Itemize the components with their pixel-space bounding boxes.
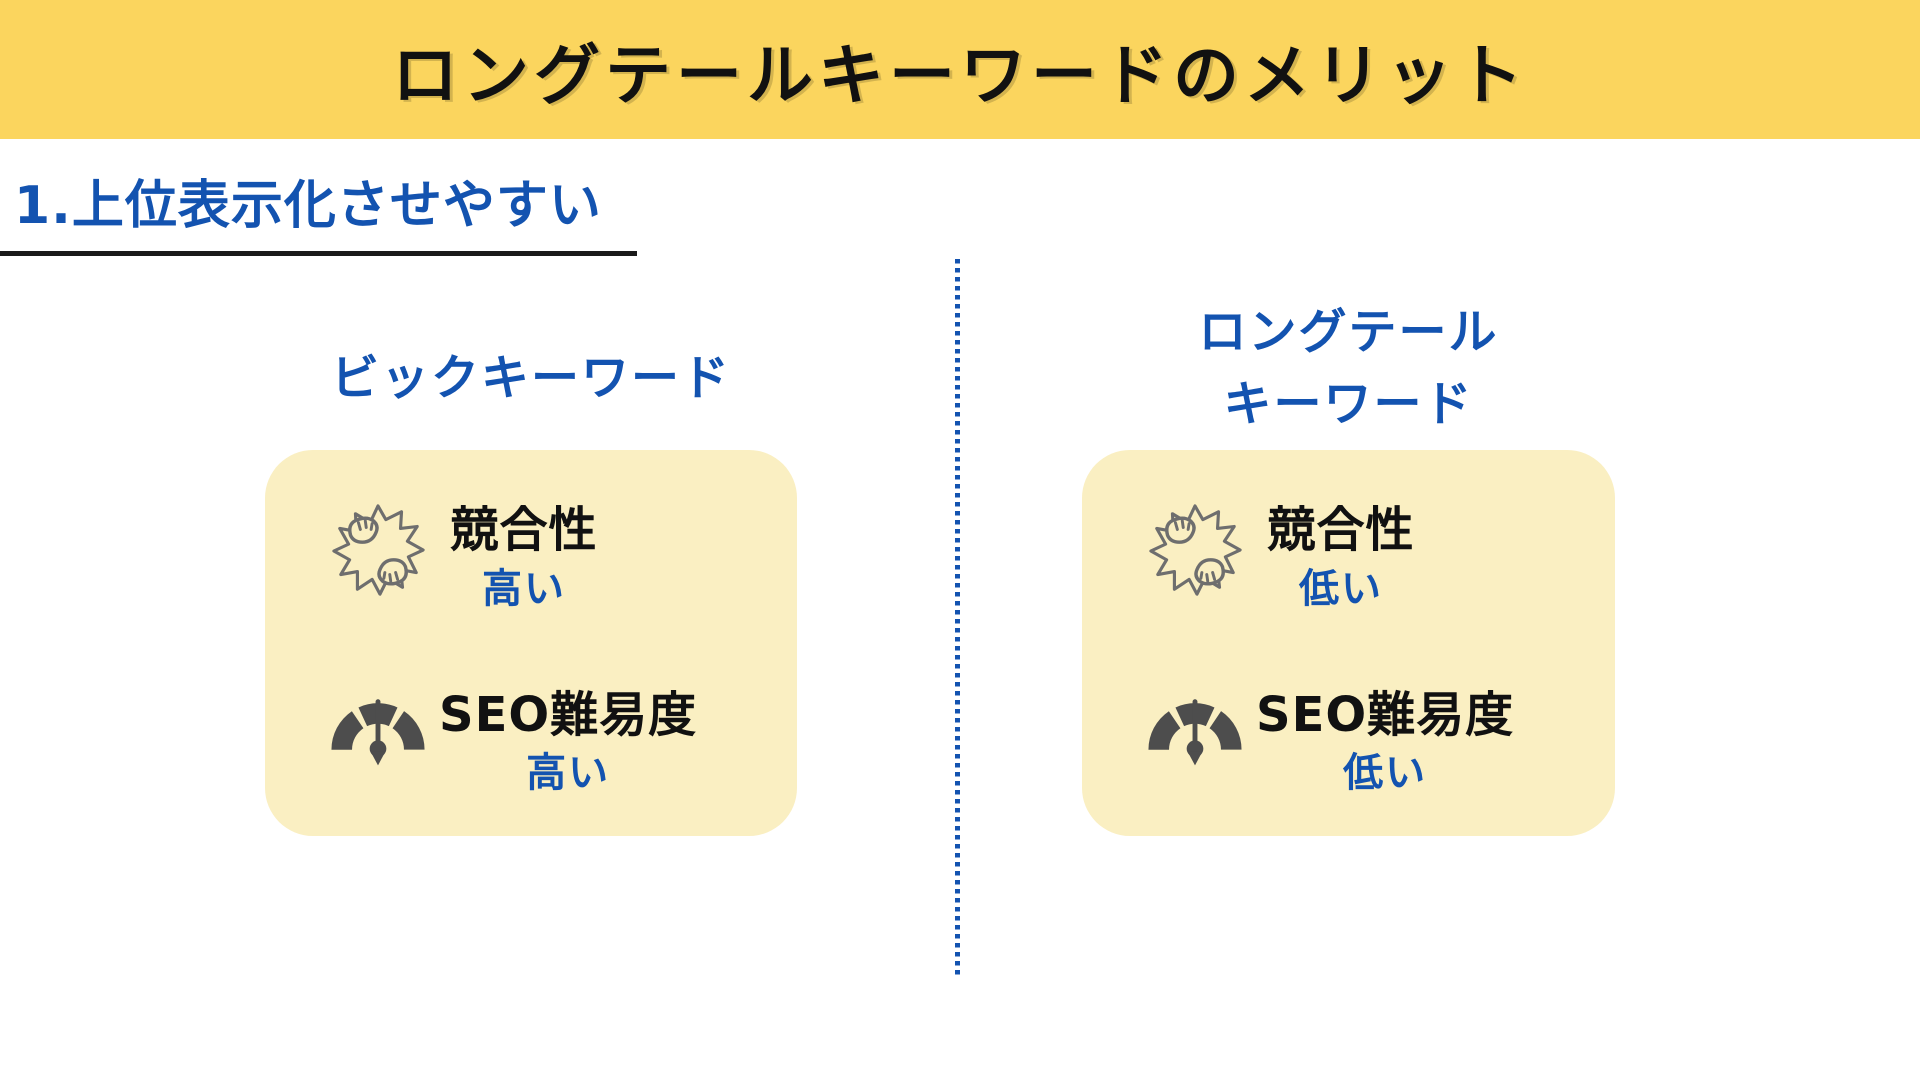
feature-row-seo-difficulty: SEO難易度 高い: [329, 687, 777, 798]
heading-underline: [0, 251, 637, 256]
section-heading: 1.上位表示化させやすい: [14, 176, 602, 236]
longtail-keyword-card: 競合性 低い SEO難易度 低い: [1082, 450, 1615, 836]
feature-text: SEO難易度 低い: [1256, 687, 1514, 798]
feature-text: SEO難易度 高い: [439, 687, 697, 798]
big-keyword-card: 競合性 高い SEO難易度 高い: [265, 450, 797, 836]
fist-bump-icon: [329, 502, 427, 600]
fist-bump-icon: [1146, 502, 1244, 600]
feature-text: 競合性 高い: [439, 502, 609, 613]
feature-value: 高い: [526, 750, 611, 797]
column-heading-big-keyword: ビックキーワード: [265, 342, 797, 414]
feature-text: 競合性 低い: [1256, 502, 1426, 613]
feature-label: SEO難易度: [1256, 686, 1515, 743]
feature-label: 競合性: [1267, 502, 1415, 558]
column-heading-line: キーワード: [1223, 376, 1474, 432]
feature-label: SEO難易度: [439, 686, 698, 743]
column-heading-line: ロングテール: [1198, 304, 1499, 360]
feature-label: 競合性: [450, 502, 598, 558]
feature-value: 低い: [1343, 750, 1428, 797]
column-heading-line: ビックキーワード: [330, 350, 731, 406]
title-banner: ロングテールキーワードのメリット: [0, 0, 1920, 139]
slide-title: ロングテールキーワードのメリット: [392, 36, 1528, 114]
gauge-icon: [1146, 687, 1244, 785]
column-heading-longtail-keyword: ロングテール キーワード: [1082, 296, 1615, 440]
feature-row-seo-difficulty: SEO難易度 低い: [1146, 687, 1595, 798]
column-divider-dotted-line: [955, 259, 960, 975]
gauge-icon: [329, 687, 427, 785]
feature-value: 高い: [482, 565, 566, 612]
feature-row-competition: 競合性 低い: [1146, 502, 1595, 613]
feature-value: 低い: [1299, 565, 1383, 612]
feature-row-competition: 競合性 高い: [329, 502, 777, 613]
